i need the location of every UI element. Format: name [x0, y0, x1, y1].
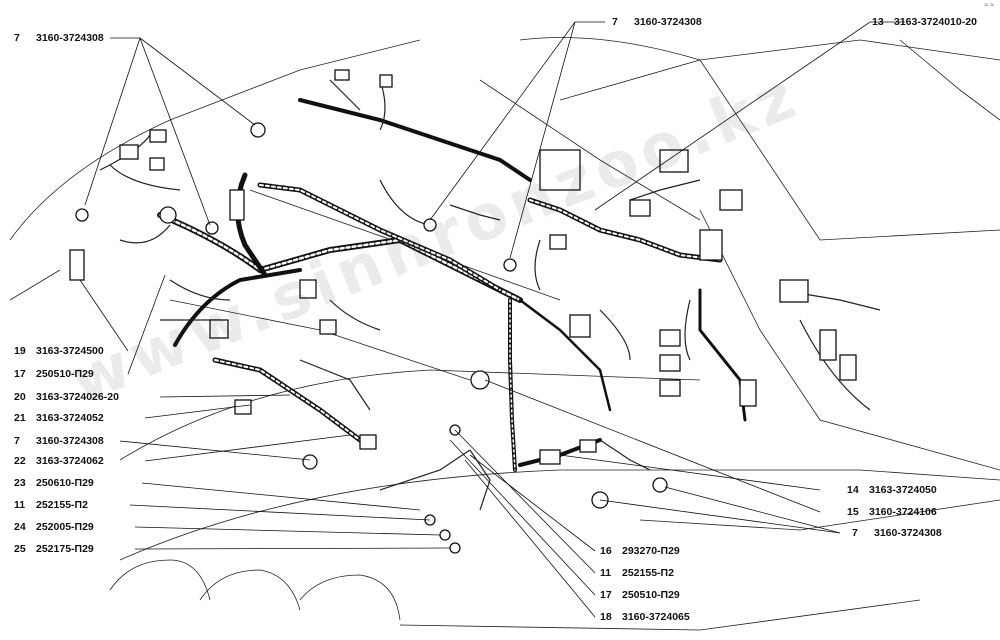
corner-mark: ≈ ≈	[984, 2, 994, 9]
leader-lines	[79, 21, 905, 618]
branch-wires	[99, 79, 881, 511]
connectors	[69, 69, 857, 554]
body-outlines	[9, 37, 1000, 631]
harness-trunks	[157, 98, 747, 472]
